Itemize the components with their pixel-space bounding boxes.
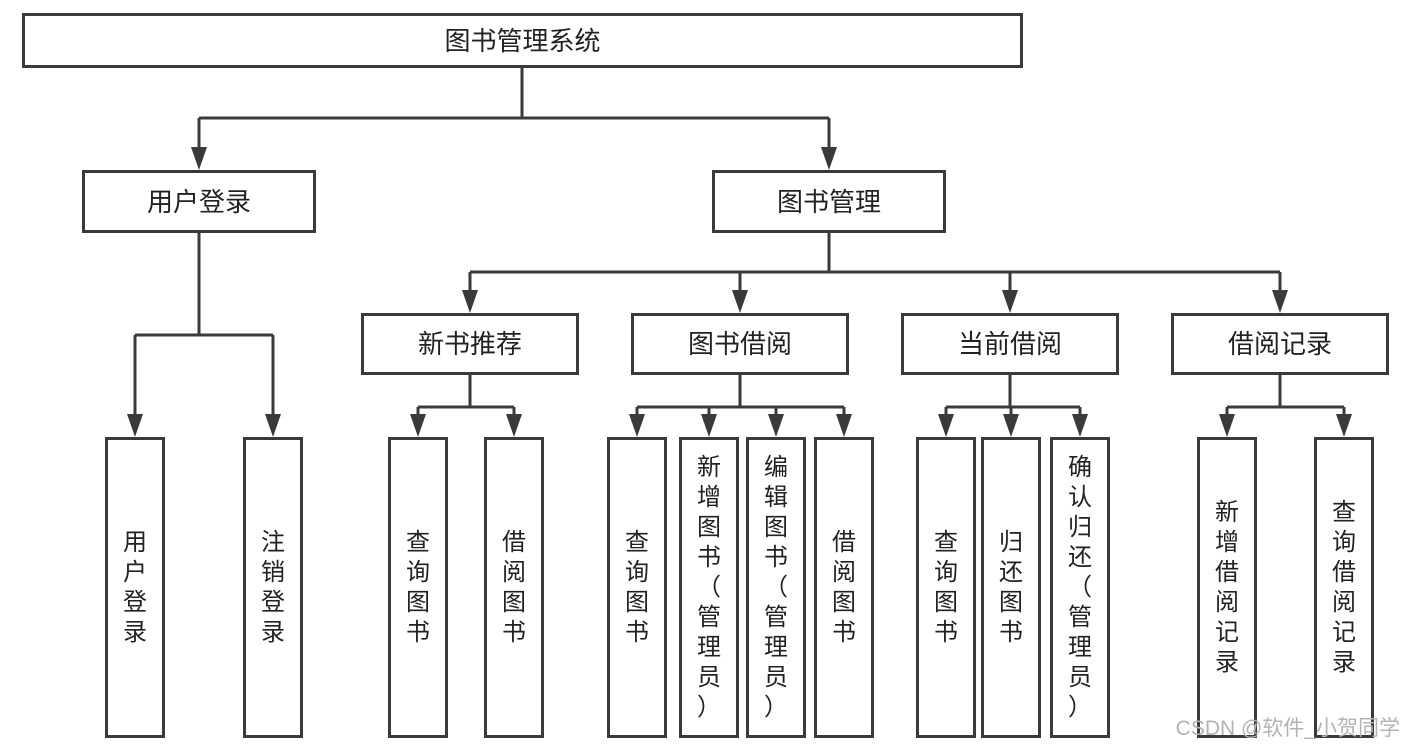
- node-user-login: 用户登录: [82, 170, 316, 233]
- csdn-watermark: CSDN @软件_小贺同学: [1175, 717, 1400, 740]
- node-label: 借阅图书: [502, 528, 526, 646]
- node-label: 新增图书（管理员）: [697, 453, 721, 721]
- leaf-user-login: 用户登录: [105, 437, 165, 738]
- leaf-logout: 注销登录: [243, 437, 303, 738]
- leaf-query-books-recommend: 查询图书: [388, 437, 448, 738]
- leaf-query-books-current: 查询图书: [916, 437, 976, 738]
- node-label: 注销登录: [261, 528, 285, 646]
- leaf-confirm-return-admin: 确认归还（管理员）: [1050, 437, 1110, 738]
- node-book-borrowing: 图书借阅: [631, 313, 849, 375]
- node-label: 确认归还（管理员）: [1068, 453, 1092, 721]
- node-system-root: 图书管理系统: [22, 13, 1023, 68]
- connector-line: [468, 233, 1282, 303]
- connector-line: [416, 375, 1346, 426]
- node-label: 用户登录: [146, 186, 251, 217]
- node-book-management: 图书管理: [712, 170, 946, 233]
- leaf-borrow-books: 借阅图书: [814, 437, 874, 738]
- leaf-query-books-borrowing: 查询图书: [607, 437, 667, 738]
- leaf-edit-book-admin: 编辑图书（管理员）: [746, 437, 806, 738]
- leaf-return-books: 归还图书: [981, 437, 1041, 738]
- leaf-query-borrow-record: 查询借阅记录: [1314, 437, 1374, 738]
- leaf-add-borrow-record: 新增借阅记录: [1197, 437, 1257, 738]
- node-label: 查询图书: [934, 528, 958, 646]
- node-label: 查询借阅记录: [1332, 498, 1356, 676]
- node-label: 图书借阅: [687, 329, 792, 359]
- node-label: 图书管理系统: [444, 25, 601, 56]
- leaf-add-book-admin: 新增图书（管理员）: [679, 437, 739, 738]
- node-label: 借阅图书: [832, 528, 856, 646]
- node-borrow-records: 借阅记录: [1171, 313, 1389, 375]
- connector-line: [133, 233, 275, 426]
- node-label: 查询图书: [625, 528, 649, 646]
- node-label: 当前借阅: [957, 329, 1062, 359]
- node-new-book-recommend: 新书推荐: [361, 313, 579, 375]
- node-label: 编辑图书（管理员）: [764, 453, 788, 721]
- node-label: 图书管理: [776, 186, 881, 217]
- node-label: 查询图书: [406, 528, 430, 646]
- node-label: 借阅记录: [1227, 329, 1332, 359]
- node-label: 归还图书: [999, 528, 1023, 646]
- node-label: 用户登录: [123, 528, 147, 646]
- node-label: 新增借阅记录: [1215, 498, 1239, 676]
- connector-line: [197, 67, 831, 160]
- arrowhead-icon: [127, 147, 1352, 437]
- node-label: 新书推荐: [417, 329, 522, 359]
- node-current-borrowing: 当前借阅: [901, 313, 1119, 375]
- leaf-borrow-books-recommend: 借阅图书: [484, 437, 544, 738]
